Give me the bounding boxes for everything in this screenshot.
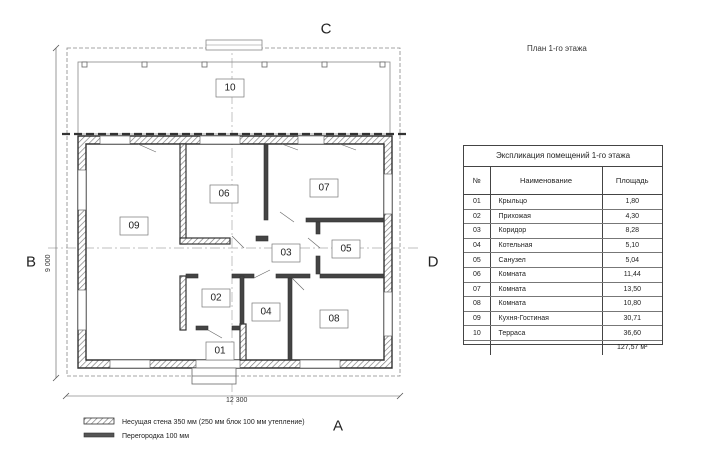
header-name: Наименование <box>489 167 602 195</box>
legend-label-load-bearing: Несущая стена 350 мм (250 мм блок 100 мм… <box>122 418 305 426</box>
svg-text:01: 01 <box>214 346 226 357</box>
room-area: 1,80 <box>601 194 662 210</box>
room-number: 08 <box>464 296 490 312</box>
height-dimension: 9 000 <box>45 44 60 382</box>
room-number: 05 <box>464 252 490 268</box>
room-name: Комната <box>489 296 602 312</box>
total-row: 127,57 м² <box>464 340 662 355</box>
room-area: 5,04 <box>601 252 662 268</box>
door-swings <box>137 143 357 339</box>
room-name: Комната <box>489 282 602 298</box>
svg-text:10: 10 <box>224 83 236 94</box>
room-area: 4,30 <box>601 209 662 225</box>
explication-title: Экспликация помещений 1-го этажа <box>464 146 662 167</box>
room-number: 09 <box>464 311 490 327</box>
legend-swatch-partition <box>83 432 115 438</box>
svg-text:9 000: 9 000 <box>45 254 52 272</box>
legend-swatch-load-bearing <box>83 417 115 425</box>
room-name: Коридор <box>489 223 602 239</box>
room-name: Терраса <box>489 325 602 341</box>
room-name: Котельная <box>489 238 602 254</box>
legend-label-partition: Перегородка 100 мм <box>122 433 189 440</box>
room-label-09: 09 <box>119 216 149 236</box>
total-area: 127,57 м² <box>601 340 662 355</box>
header-number: № <box>464 167 490 195</box>
room-label-05: 05 <box>331 239 361 259</box>
svg-text:03: 03 <box>280 248 292 259</box>
room-area: 30,71 <box>601 311 662 327</box>
axis-label-bottom: A <box>333 418 343 435</box>
header-area: Площадь <box>601 167 662 195</box>
room-number: 04 <box>464 238 490 254</box>
room-name: Крыльцо <box>489 194 602 210</box>
entrance-porch <box>191 367 237 385</box>
svg-text:08: 08 <box>328 314 340 325</box>
room-area: 36,60 <box>601 325 662 341</box>
room-number: 02 <box>464 209 490 225</box>
svg-text:07: 07 <box>318 183 330 194</box>
room-area: 13,50 <box>601 282 662 298</box>
interior-walls <box>179 143 385 361</box>
legend: Несущая стена 350 мм (250 мм блок 100 мм… <box>83 417 305 440</box>
svg-text:06: 06 <box>218 189 230 200</box>
room-number: 06 <box>464 267 490 283</box>
room-label-02: 02 <box>201 288 231 308</box>
svg-text:05: 05 <box>340 244 352 255</box>
room-name: Санузел <box>489 252 602 268</box>
plan-title: План 1-го этажа <box>527 44 587 53</box>
room-number: 03 <box>464 223 490 239</box>
windows <box>77 135 393 369</box>
width-dimension: 12 300 <box>62 392 404 404</box>
outer-dashed-frame <box>66 47 401 377</box>
explication-table: Экспликация помещений 1-го этажа № Наиме… <box>463 145 663 355</box>
axis-label-left: B <box>26 254 36 271</box>
svg-text:12 300: 12 300 <box>226 397 248 404</box>
room-name: Кухня-Гостиная <box>489 311 602 327</box>
svg-text:09: 09 <box>128 221 140 232</box>
room-label-10: 10 <box>215 78 245 98</box>
room-area: 10,80 <box>601 296 662 312</box>
axis-label-right: D <box>428 254 439 271</box>
svg-text:04: 04 <box>260 307 272 318</box>
table-header-row: № Наименование Площадь <box>464 167 662 195</box>
room-number: 07 <box>464 282 490 298</box>
room-label-01: 01 <box>205 341 235 361</box>
room-number: 01 <box>464 194 490 210</box>
room-number-labels: 10 09 06 07 03 05 02 04 08 01 <box>119 78 361 361</box>
room-label-03: 03 <box>271 243 301 263</box>
room-label-07: 07 <box>309 178 339 198</box>
room-name: Комната <box>489 267 602 283</box>
room-area: 11,44 <box>601 267 662 283</box>
room-label-04: 04 <box>251 302 281 322</box>
room-area: 5,10 <box>601 238 662 254</box>
axis-label-top: C <box>321 21 332 38</box>
svg-text:02: 02 <box>210 293 222 304</box>
room-number: 10 <box>464 325 490 341</box>
room-label-08: 08 <box>319 309 349 329</box>
room-label-06: 06 <box>209 184 239 204</box>
room-name: Прихожая <box>489 209 602 225</box>
room-area: 8,28 <box>601 223 662 239</box>
